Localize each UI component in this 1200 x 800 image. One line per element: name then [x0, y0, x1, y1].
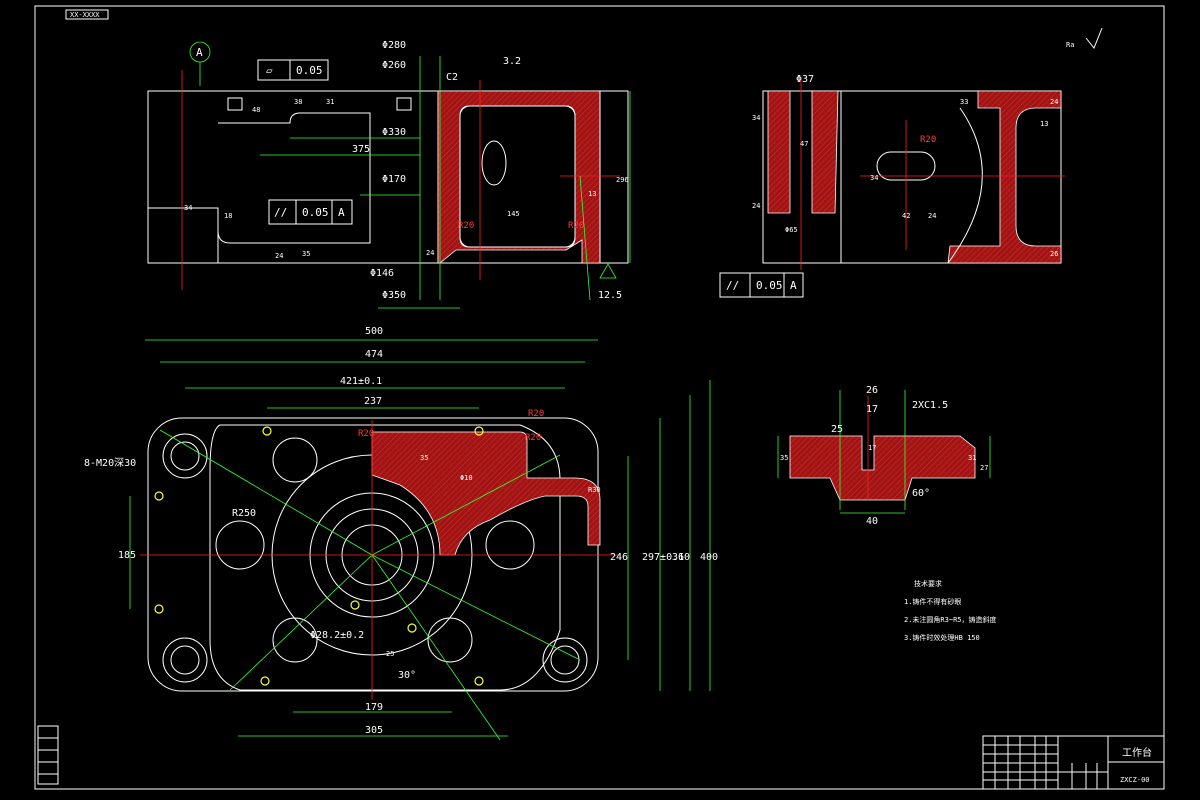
dim-side-33: 33 — [960, 98, 968, 106]
note-1: 1.铸件不得有砂眼 — [904, 597, 961, 606]
dim-side-r20: R20 — [920, 135, 936, 145]
dim-35: 35 — [302, 250, 310, 258]
svg-text:0.05: 0.05 — [756, 279, 783, 292]
svg-text:0.05: 0.05 — [302, 206, 329, 219]
dim-side-24: 24 — [752, 202, 760, 210]
dim-r30: R30 — [588, 486, 601, 494]
dim-421: 421±0.1 — [340, 376, 382, 387]
dim-r20-left: R20 — [458, 221, 474, 231]
dim-30deg: 30° — [398, 670, 416, 681]
code-box-text: XX-XXXX — [70, 11, 100, 19]
svg-text://: // — [726, 279, 739, 292]
dim-detail-40: 40 — [866, 516, 878, 527]
dim-48: 48 — [252, 106, 260, 114]
dim-297: 297±0.1 — [642, 552, 684, 563]
dim-detail-27: 27 — [980, 464, 988, 472]
datum-label: A — [196, 46, 203, 59]
margin-table — [37, 725, 59, 785]
dim-plan-r20a: R20 — [528, 409, 544, 419]
dim-r20-right: R20 — [568, 221, 584, 231]
dim-side-34b: 34 — [870, 174, 878, 182]
dim-side-13: 13 — [1040, 120, 1048, 128]
roughness-corner: Ra — [1066, 27, 1103, 49]
dim-side-47: 47 — [800, 140, 808, 148]
dim-phi260: Φ260 — [382, 60, 406, 71]
dim-145: 145 — [507, 210, 520, 218]
dim-phi350: Φ350 — [382, 290, 406, 301]
dim-phi146: Φ146 — [370, 268, 394, 279]
dim-plan-25: 25 — [386, 650, 394, 658]
dim-detail-25: 25 — [831, 424, 843, 435]
dim-plan-r20b: R20 — [358, 429, 374, 439]
dim-500: 500 — [365, 326, 383, 337]
dim-side-phi65: Φ65 — [785, 226, 798, 234]
dim-side-24c: 24 — [1050, 98, 1058, 106]
dim-plan-35: 35 — [420, 454, 428, 462]
tol-frame-parallel-2: // 0.05 A — [719, 272, 804, 298]
dim-24: 24 — [275, 252, 283, 260]
dim-34: 34 — [184, 204, 192, 212]
svg-text:0.05: 0.05 — [296, 64, 323, 77]
dim-305: 305 — [365, 725, 383, 736]
dim-roughness-12-5: 12.5 — [598, 290, 622, 301]
drawing-number: ZXCZ-00 — [1120, 776, 1150, 784]
dim-phi170: Φ170 — [382, 174, 406, 185]
dim-296: 296 — [616, 176, 629, 184]
dim-400: 400 — [700, 552, 718, 563]
dim-phi28: Φ28.2±0.2 — [310, 630, 364, 641]
plan-view: 500 474 421±0.1 237 8-M20深30 R20 R20 R20… — [84, 326, 718, 741]
part-name: 工作台 — [1122, 746, 1152, 759]
dim-c2: C2 — [446, 72, 458, 83]
dim-side-42: 42 — [902, 212, 910, 220]
dim-detail-31: 31 — [968, 454, 976, 462]
dim-18: 18 — [224, 212, 232, 220]
dim-side-phi37: Φ37 — [796, 74, 814, 85]
dim-474: 474 — [365, 349, 383, 360]
svg-text:▱: ▱ — [266, 64, 273, 77]
code-box — [65, 9, 109, 20]
dim-phi10: Φ10 — [460, 474, 473, 482]
dim-detail-2xc1-5: 2XC1.5 — [912, 400, 948, 411]
dim-24b: 24 — [426, 249, 434, 257]
note-2: 2.未注圆角R3~R5，铸造斜度 — [904, 615, 997, 624]
dim-side-24b: 24 — [928, 212, 936, 220]
notes-title: 技术要求 — [914, 579, 942, 588]
tol-frame-parallel-1: // 0.05 A — [268, 199, 353, 225]
svg-text://: // — [274, 206, 287, 219]
svg-text:Ra: Ra — [1066, 41, 1074, 49]
dim-360: 360 — [672, 552, 690, 563]
dim-roughness-3-2: 3.2 — [503, 56, 521, 67]
title-block: 工作台 ZXCZ-00 — [982, 735, 1165, 790]
dim-detail-17: 17 — [866, 404, 878, 415]
dim-237: 237 — [364, 396, 382, 407]
front-view: Φ280 Φ260 Φ330 375 Φ170 C2 3.2 48 38 31 … — [147, 40, 631, 309]
tol-frame-flatness: ▱ 0.05 — [257, 59, 329, 81]
dim-detail-17b: 17 — [868, 444, 876, 452]
svg-text:A: A — [338, 206, 345, 219]
dim-375: 375 — [352, 144, 370, 155]
dim-r250: R250 — [232, 508, 256, 519]
dim-side-26: 26 — [1050, 250, 1058, 258]
technical-notes: 技术要求 1.铸件不得有砂眼 2.未注圆角R3~R5，铸造斜度 3.铸件时效处理… — [904, 579, 997, 642]
side-view: Φ37 34 47 24 R20 34 42 24 33 13 Φ65 24 2… — [719, 74, 1065, 298]
dim-185: 185 — [118, 550, 136, 561]
dim-13: 13 — [588, 190, 596, 198]
dim-8-m20: 8-M20深30 — [84, 457, 136, 469]
dim-phi280: Φ280 — [382, 40, 406, 51]
svg-text:A: A — [790, 279, 797, 292]
dim-detail-26: 26 — [866, 385, 878, 396]
dim-plan-r20c: R20 — [525, 433, 541, 443]
dim-detail-60deg: 60° — [912, 488, 930, 499]
dim-246: 246 — [610, 552, 628, 563]
detail-view: 26 17 25 2XC1.5 35 17 31 27 60° 40 — [777, 385, 991, 527]
dim-side-34: 34 — [752, 114, 760, 122]
dim-179: 179 — [365, 702, 383, 713]
dim-phi330: Φ330 — [382, 127, 406, 138]
dim-31: 31 — [326, 98, 334, 106]
dim-detail-35: 35 — [780, 454, 788, 462]
note-3: 3.铸件时效处理HB 150 — [904, 633, 980, 642]
sheet-border — [34, 5, 1165, 790]
dim-38: 38 — [294, 98, 302, 106]
